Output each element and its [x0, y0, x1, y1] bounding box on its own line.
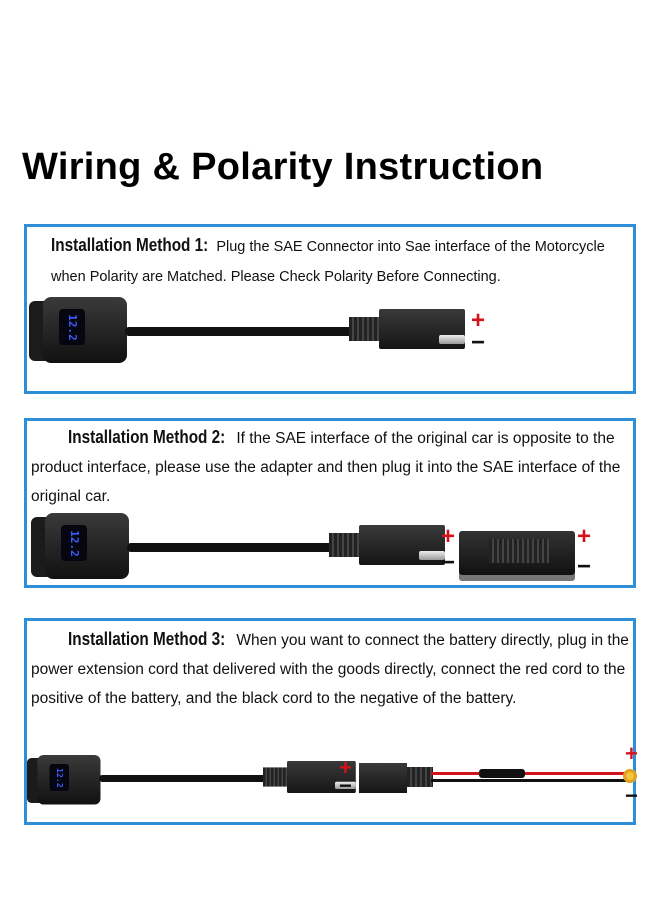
method-3-description: When you want to connect the battery dir…: [31, 632, 629, 707]
method-1-text: Installation Method 1: Plug the SAE Conn…: [51, 231, 636, 292]
cable: [99, 775, 269, 782]
minus-sign: −: [471, 329, 486, 356]
sae-polarity-adapter: [459, 531, 575, 575]
plus-sign: +: [339, 755, 352, 780]
method-2-panel: Installation Method 2: If the SAE interf…: [24, 418, 636, 588]
sae-connector: [329, 525, 449, 565]
method-3-label: Installation Method 3:: [68, 629, 226, 649]
strain-relief: [407, 767, 433, 787]
red-wire: [431, 772, 627, 775]
plus-sign: +: [441, 523, 456, 550]
minus-sign: −: [625, 783, 638, 808]
minus-sign: −: [339, 773, 352, 798]
ring-terminal: [623, 769, 637, 783]
minus-sign: −: [577, 553, 592, 580]
voltmeter-charger: 12.2: [27, 755, 102, 805]
method-3-panel: Installation Method 3: When you want to …: [24, 618, 638, 825]
method-2-description: If the SAE interface of the original car…: [31, 430, 621, 505]
voltmeter-charger: 12.2: [29, 297, 129, 363]
voltage-display: 12.2: [67, 529, 81, 557]
fuse-holder: [479, 769, 525, 778]
method-3-text: Installation Method 3: When you want to …: [31, 625, 636, 713]
voltage-display: 12.2: [65, 313, 79, 341]
method-2-text: Installation Method 2: If the SAE interf…: [31, 423, 631, 511]
black-wire: [431, 779, 627, 782]
method-1-label: Installation Method 1:: [51, 235, 209, 255]
cable: [125, 327, 355, 336]
method-1-description: Plug the SAE Connector into Sae interfac…: [51, 239, 605, 285]
page-title: Wiring & Polarity Instruction: [22, 146, 544, 188]
battery-sae-connector: [359, 763, 407, 793]
method-2-label: Installation Method 2:: [68, 427, 226, 447]
plus-sign: +: [577, 523, 592, 550]
voltmeter-charger: 12.2: [31, 513, 131, 579]
plus-sign: +: [471, 307, 486, 334]
sae-connector: [263, 761, 356, 793]
cable: [127, 543, 337, 552]
method-1-panel: Installation Method 1: Plug the SAE Conn…: [24, 224, 636, 394]
minus-sign: −: [441, 549, 456, 576]
sae-connector: [349, 309, 469, 349]
voltage-display: 12.2: [54, 767, 65, 788]
plus-sign: +: [625, 741, 638, 766]
